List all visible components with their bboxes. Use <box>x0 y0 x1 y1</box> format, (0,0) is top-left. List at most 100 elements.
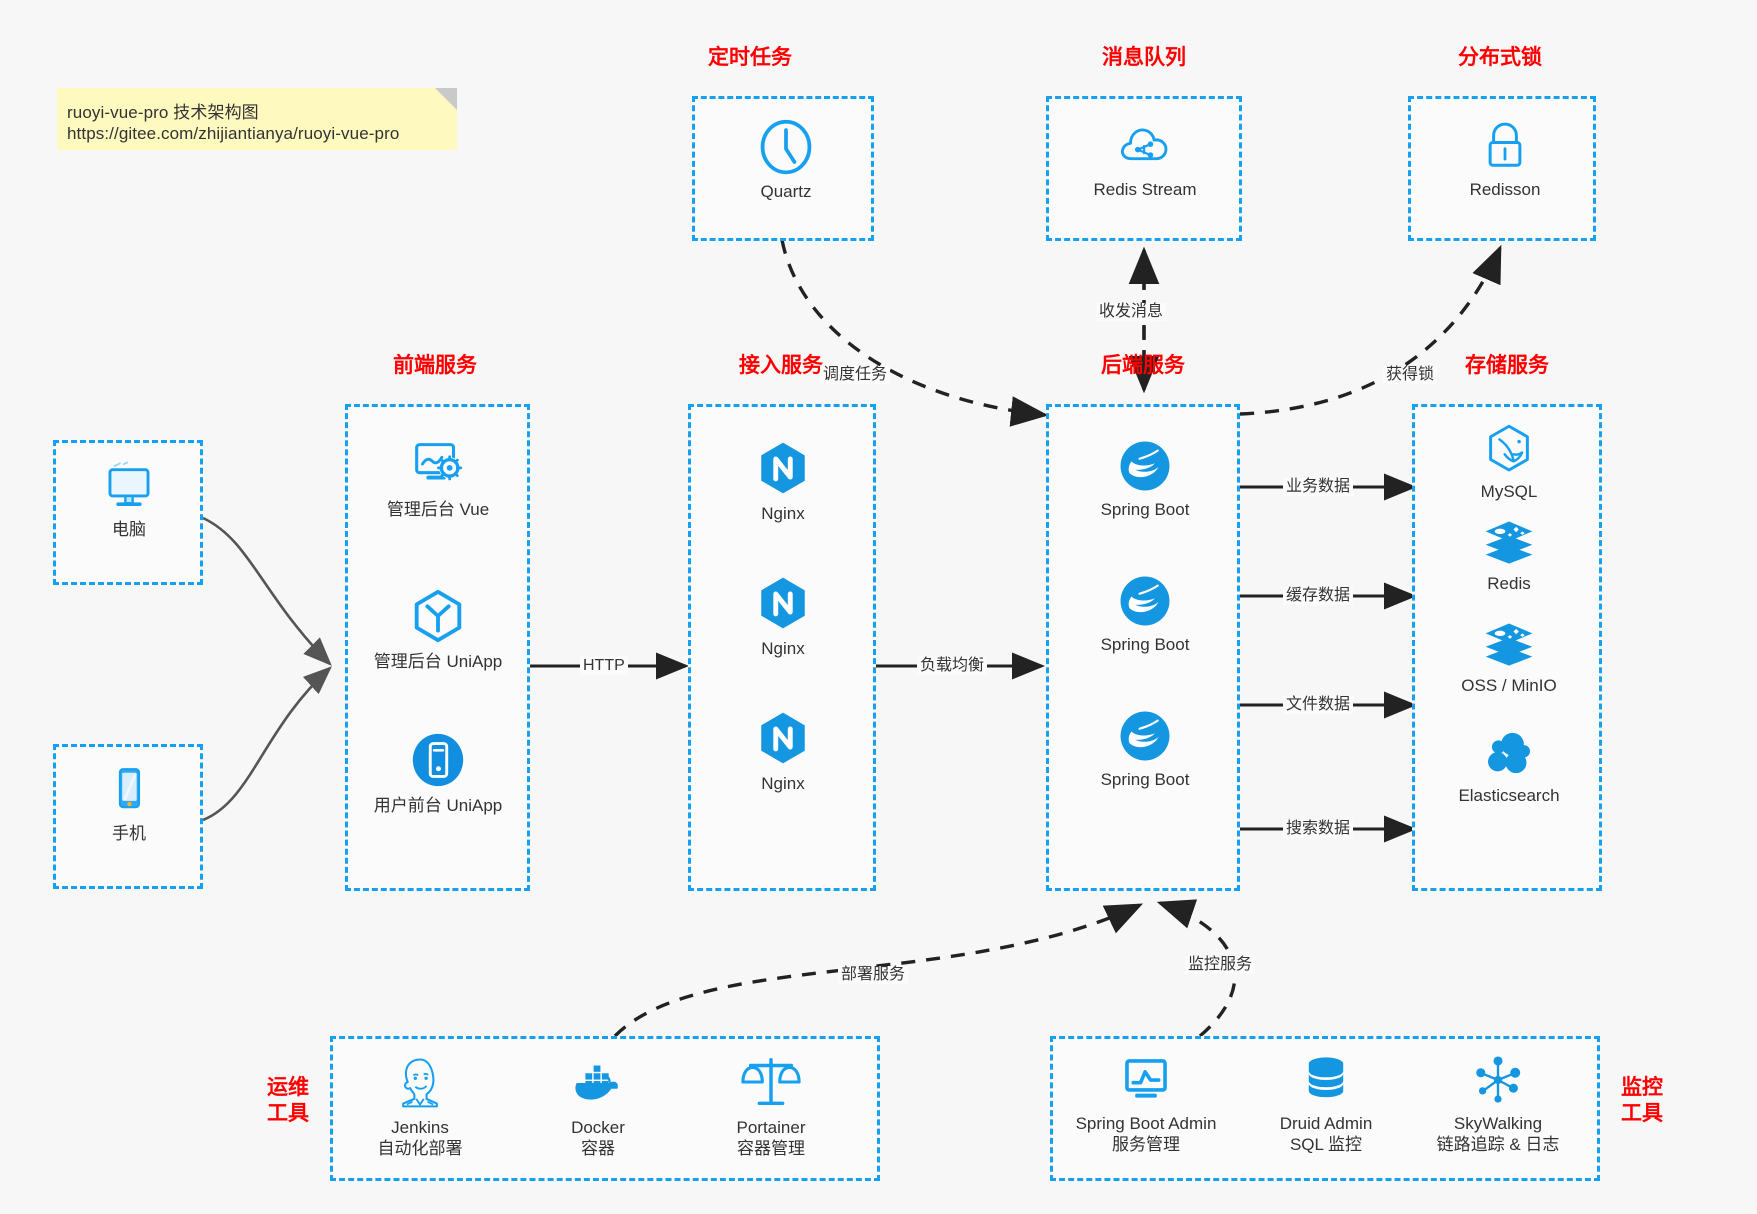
node-sublabel: 容器 <box>581 1139 615 1159</box>
phone-circle-icon <box>412 733 464 787</box>
group-title-storage: 存储服务 <box>1465 354 1549 377</box>
group-box-monitor: Spring Boot Admin 服务管理 Druid Admin SQL 监… <box>1050 1036 1600 1181</box>
node-druid-admin[interactable]: Druid Admin SQL 监控 <box>1251 1051 1401 1156</box>
node-nginx-3[interactable]: Nginx <box>708 707 858 794</box>
node-label: Nginx <box>761 774 805 793</box>
nginx-icon <box>761 442 805 494</box>
node-label: Spring Boot <box>1100 770 1190 789</box>
group-box-client-mobile: 手机 <box>53 744 203 889</box>
group-title-monitor-line2: 工具 <box>1621 1102 1663 1126</box>
spring-boot-icon <box>1120 576 1170 626</box>
nginx-icon <box>761 577 805 629</box>
node-sublabel: SQL 监控 <box>1289 1135 1363 1155</box>
group-box-devops: Jenkins 自动化部署 Docker 容器 <box>330 1036 880 1181</box>
node-redis[interactable]: Redis <box>1434 517 1584 594</box>
lock-icon <box>1488 122 1522 167</box>
node-spring-boot-2[interactable]: Spring Boot <box>1070 572 1220 655</box>
node-label: 电脑 <box>112 520 146 539</box>
desktop-icon <box>108 461 150 506</box>
hexagon-uniapp-icon <box>414 589 462 643</box>
node-mysql[interactable]: MySQL <box>1434 421 1584 502</box>
group-box-client-desktop: 电脑 <box>53 440 203 585</box>
group-box-mq: Redis Stream <box>1046 96 1242 241</box>
nginx-icon <box>761 712 805 764</box>
node-mobile[interactable]: 手机 <box>54 761 204 844</box>
node-skywalking[interactable]: SkyWalking 链路追踪 & 日志 <box>1423 1051 1573 1156</box>
node-sublabel: 链路追踪 & 日志 <box>1436 1135 1560 1155</box>
node-label: Nginx <box>761 504 805 523</box>
node-quartz[interactable]: Quartz <box>711 117 861 202</box>
node-elasticsearch[interactable]: Elasticsearch <box>1434 725 1584 806</box>
node-label: Docker <box>571 1118 625 1137</box>
group-box-scheduler: Quartz <box>692 96 874 241</box>
node-sublabel: 容器管理 <box>737 1139 805 1159</box>
node-spring-boot-3[interactable]: Spring Boot <box>1070 707 1220 790</box>
group-box-lock: Redisson <box>1408 96 1596 241</box>
edge-label-file-data: 文件数据 <box>1283 696 1354 714</box>
group-box-frontend: 管理后台 Vue 管理后台 UniApp 用户前台 UniApp <box>345 404 530 891</box>
redis-icon <box>1485 521 1533 564</box>
diagram-note: ruoyi-vue-pro 技术架构图 https://gitee.com/zh… <box>57 88 457 150</box>
group-box-backend: Spring Boot Spring Boot Spring Boot <box>1046 404 1240 891</box>
node-label: Spring Boot <box>1100 635 1190 654</box>
spring-boot-icon <box>1120 441 1170 491</box>
node-spring-boot-admin[interactable]: Spring Boot Admin 服务管理 <box>1071 1051 1221 1156</box>
docker-icon <box>575 1065 618 1100</box>
node-label: Quartz <box>760 182 812 201</box>
node-label: Redis Stream <box>1093 180 1197 199</box>
node-label: 管理后台 Vue <box>386 500 490 519</box>
node-label: Nginx <box>761 639 805 658</box>
node-label: SkyWalking <box>1453 1114 1543 1133</box>
node-label: Redis <box>1487 574 1531 593</box>
cloud-stream-icon <box>1120 128 1168 161</box>
node-label: Spring Boot <box>1100 500 1190 519</box>
node-label: Redisson <box>1469 180 1541 199</box>
group-title-gateway: 接入服务 <box>739 354 823 377</box>
mobile-icon <box>118 768 141 809</box>
clock-icon <box>760 119 812 175</box>
group-title-monitor: 监控 工具 <box>1612 1075 1672 1128</box>
jenkins-icon <box>402 1058 438 1108</box>
node-jenkins[interactable]: Jenkins 自动化部署 <box>345 1051 495 1160</box>
group-title-frontend: 前端服务 <box>393 354 477 377</box>
node-label: MySQL <box>1480 482 1538 501</box>
node-redis-stream[interactable]: Redis Stream <box>1070 117 1220 200</box>
node-portainer[interactable]: Portainer 容器管理 <box>696 1051 846 1160</box>
node-sublabel: 服务管理 <box>1112 1135 1180 1155</box>
node-oss-minio[interactable]: OSS / MinIO <box>1434 619 1584 696</box>
edge-label-load-balance: 负载均衡 <box>917 657 988 675</box>
node-label: 管理后台 UniApp <box>373 652 503 671</box>
node-admin-uniapp[interactable]: 管理后台 UniApp <box>363 585 513 672</box>
node-nginx-2[interactable]: Nginx <box>708 572 858 659</box>
node-admin-vue[interactable]: 管理后台 Vue <box>363 433 513 520</box>
node-redisson[interactable]: Redisson <box>1430 117 1580 200</box>
node-user-uniapp[interactable]: 用户前台 UniApp <box>363 729 513 816</box>
group-title-lock: 分布式锁 <box>1458 46 1542 69</box>
node-desktop[interactable]: 电脑 <box>54 457 204 540</box>
edge-label-schedule-task: 调度任务 <box>820 366 891 384</box>
group-title-devops-line1: 运维 <box>267 1076 309 1099</box>
edge-label-deploy-service: 部署服务 <box>838 966 909 984</box>
node-label: 用户前台 UniApp <box>373 796 503 815</box>
group-box-storage: MySQL Redis OS <box>1412 404 1602 891</box>
node-docker[interactable]: Docker 容器 <box>523 1051 673 1160</box>
mysql-icon <box>1489 424 1529 472</box>
scales-icon <box>741 1057 801 1106</box>
node-label: Spring Boot Admin <box>1075 1114 1217 1133</box>
node-label: OSS / MinIO <box>1461 676 1557 695</box>
database-icon <box>1308 1057 1344 1098</box>
node-label: Jenkins <box>391 1118 449 1137</box>
dashboard-gear-icon <box>415 443 463 481</box>
edge-label-business-data: 业务数据 <box>1283 478 1354 496</box>
node-label: Elasticsearch <box>1458 786 1560 805</box>
monitor-chart-icon <box>1125 1059 1167 1098</box>
edge-label-http: HTTP <box>580 657 628 675</box>
group-title-scheduler: 定时任务 <box>708 46 792 69</box>
group-title-backend: 后端服务 <box>1101 354 1185 377</box>
redis-icon <box>1485 623 1533 666</box>
node-nginx-1[interactable]: Nginx <box>708 437 858 524</box>
group-title-devops: 运维 工具 <box>258 1075 318 1128</box>
elasticsearch-icon <box>1488 732 1530 774</box>
node-spring-boot-1[interactable]: Spring Boot <box>1070 437 1220 520</box>
edge-label-monitor-service: 监控服务 <box>1185 956 1256 974</box>
